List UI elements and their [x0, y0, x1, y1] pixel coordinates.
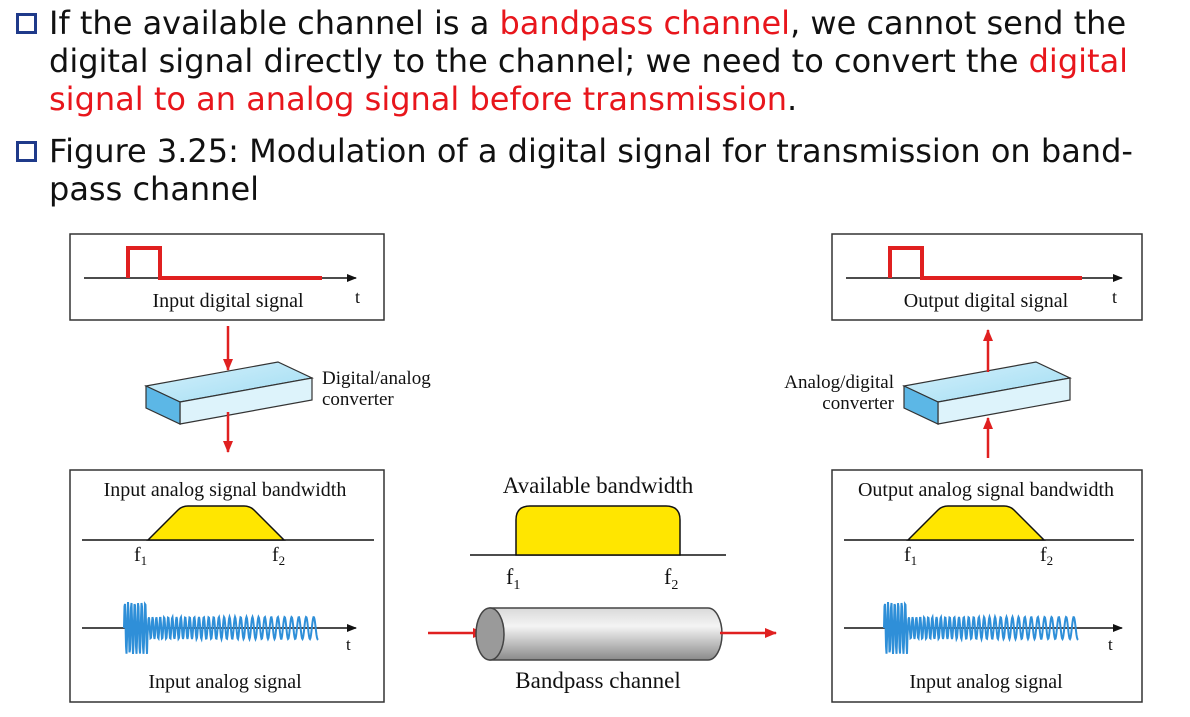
bullet-1-part-0: If the available channel is a: [49, 4, 500, 42]
output-wave-t-label: t: [1108, 635, 1113, 654]
output-analog-label: Input analog signal: [909, 671, 1063, 693]
channel-label: Bandpass channel: [515, 668, 680, 693]
channel-cylinder-end: [475, 607, 505, 661]
output-analog-panel: Output analog signal bandwidth f1 f2 t I…: [831, 469, 1143, 703]
input-digital-pulse: [126, 246, 322, 280]
checkbox-bullet-icon: [16, 141, 37, 162]
bullet-2-text: Figure 3.25: Modulation of a digital sig…: [49, 132, 1133, 208]
output-bw-band: [906, 505, 1046, 541]
adc-box-side: [903, 385, 939, 425]
input-analog-frame: [69, 469, 385, 703]
output-digital-frame: [831, 233, 1143, 321]
available-bw-band: [515, 505, 681, 556]
bullet-1-part-2: , we cannot send the digital signal dire…: [49, 4, 1127, 80]
input-digital-label: Input digital signal: [152, 290, 304, 312]
output-bw-label: Output analog signal bandwidth: [858, 479, 1114, 501]
channel-cylinder-body: [489, 607, 723, 661]
output-digital-t-label: t: [1112, 287, 1117, 307]
output-digital-pulse: [888, 246, 1082, 280]
bullet-1: If the available channel is a bandpass c…: [14, 4, 1184, 118]
input-analog-panel: Input analog signal bandwidth f1 f2 t In…: [69, 469, 385, 703]
dac-converter: Digital/analog converter: [144, 326, 431, 453]
output-analog-wave: [883, 601, 1079, 655]
input-wave-t-label: t: [346, 635, 351, 654]
input-f1-label: f1: [134, 544, 147, 568]
input-bw-label: Input analog signal bandwidth: [104, 479, 347, 501]
bullet-1-part-4: .: [787, 80, 798, 118]
bullet-2: Figure 3.25: Modulation of a digital sig…: [14, 132, 1184, 208]
input-digital-t-label: t: [355, 287, 360, 307]
bullet-1-highlight-conversion: digital signal to an analog signal befor…: [49, 42, 1129, 118]
checkbox-bullet-icon: [16, 13, 37, 34]
output-digital-label: Output digital signal: [904, 290, 1069, 312]
available-bw-label: Available bandwidth: [503, 473, 694, 498]
dac-box-side: [145, 385, 181, 425]
input-digital-frame: [69, 233, 385, 321]
dac-label-line1: Digital/analog: [322, 368, 431, 389]
dac-label-line2: converter: [322, 389, 394, 410]
input-digital-signal-panel: Input digital signal t: [69, 233, 385, 321]
adc-label-line2: converter: [822, 393, 894, 414]
bullet-1-highlight-bandpass: bandpass channel: [499, 4, 791, 42]
input-bw-band: [146, 505, 286, 541]
channel-f1-label: f1: [506, 564, 520, 593]
adc-label-line1: Analog/digital: [784, 372, 894, 393]
output-f2-label: f2: [1040, 544, 1053, 568]
bandpass-channel-center: Available bandwidth f1 f2 Bandpass chann…: [428, 473, 777, 693]
input-analog-wave: [123, 601, 319, 655]
output-f1-label: f1: [904, 544, 917, 568]
bullet-1-text: If the available channel is a bandpass c…: [49, 4, 1184, 118]
input-f2-label: f2: [272, 544, 285, 568]
input-analog-label: Input analog signal: [148, 671, 302, 693]
output-digital-signal-panel: Output digital signal t: [831, 233, 1143, 321]
adc-converter: Analog/digital converter: [784, 329, 1072, 458]
output-analog-frame: [831, 469, 1143, 703]
channel-f2-label: f2: [664, 564, 678, 593]
bullet-list: If the available channel is a bandpass c…: [14, 4, 1184, 208]
